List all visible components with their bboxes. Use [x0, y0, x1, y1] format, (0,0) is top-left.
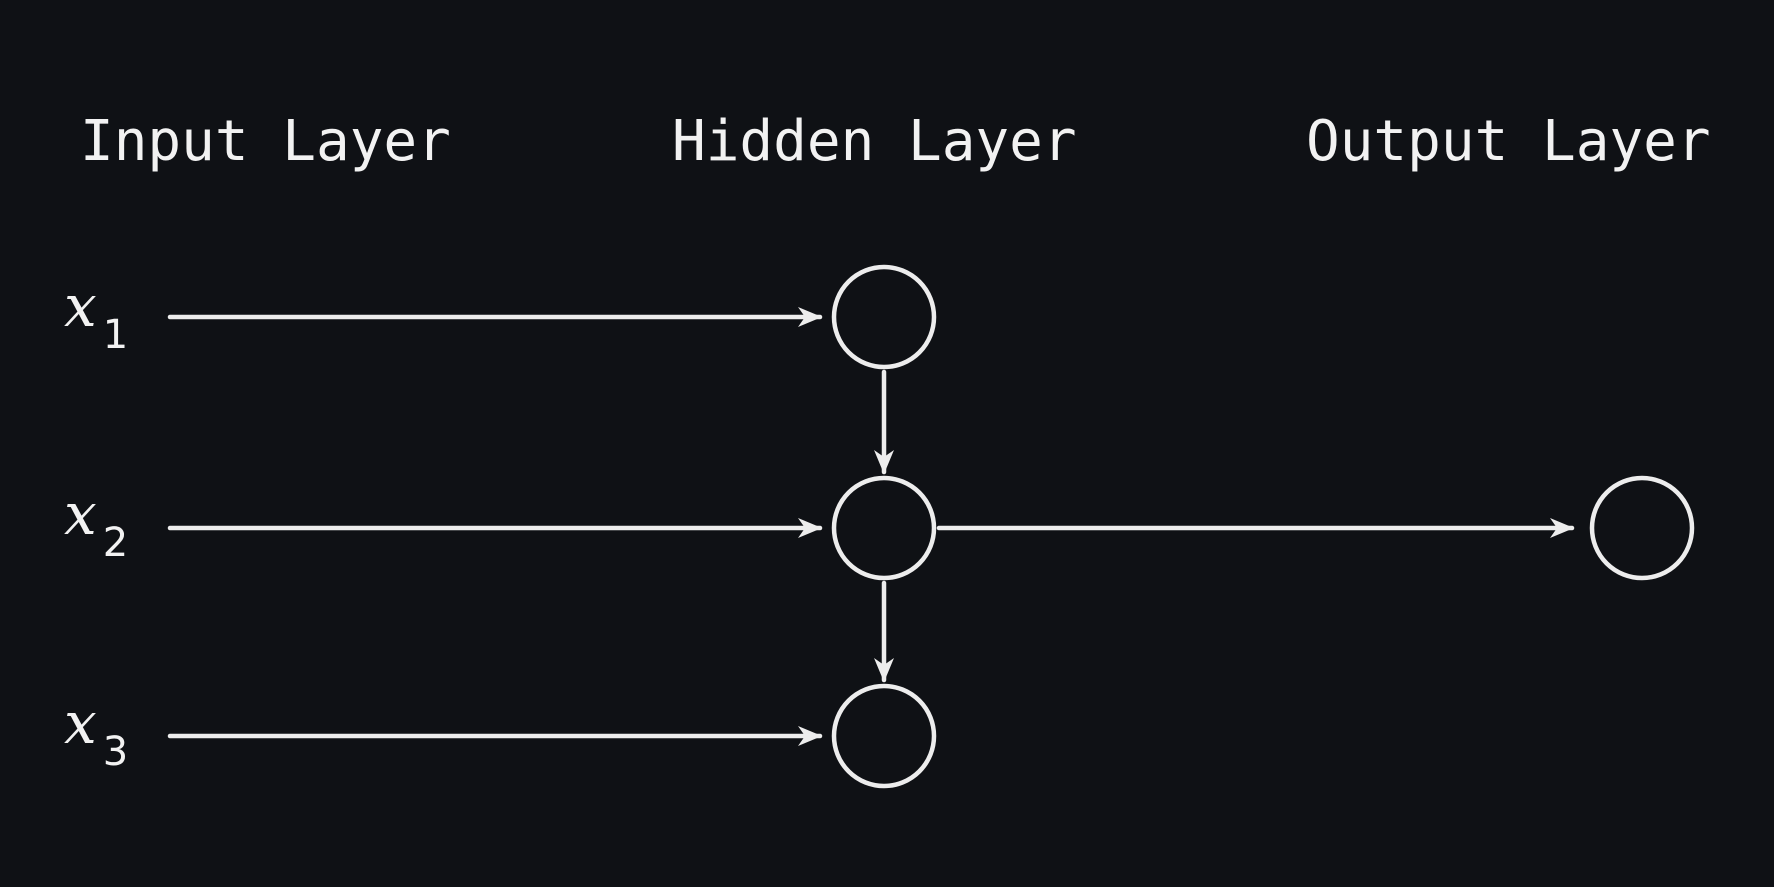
hidden-layer-label: Hidden Layer: [672, 109, 1077, 174]
input-var-x3: x: [64, 689, 97, 757]
output-layer-label: Output Layer: [1306, 109, 1711, 174]
output-node: [1589, 475, 1695, 581]
input-sub-1: 1: [103, 312, 128, 358]
hidden-node-1: [831, 264, 937, 370]
input-sub-2: 2: [103, 520, 128, 566]
hidden-node-2: [831, 475, 937, 581]
input-layer-label: Input Layer: [80, 109, 451, 174]
input-var-x2: x: [64, 480, 97, 548]
input-var-x1: x: [64, 272, 97, 340]
hidden-node-3: [831, 683, 937, 789]
input-sub-3: 3: [103, 729, 128, 775]
